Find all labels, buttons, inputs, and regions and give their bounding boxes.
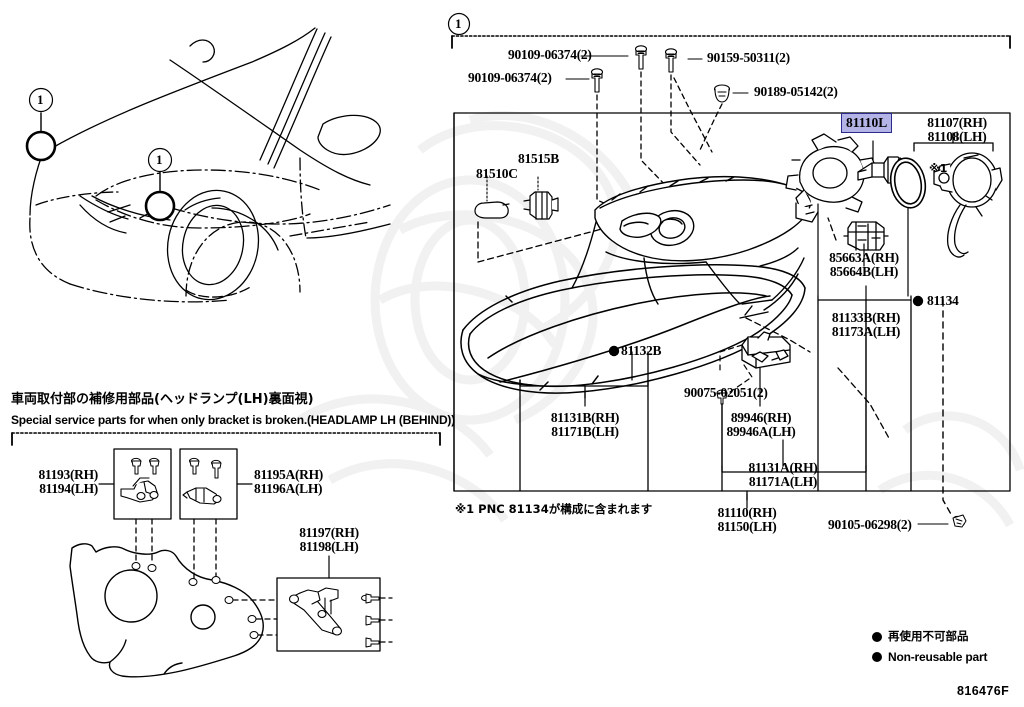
part-label-90159-50311[interactable]: 90159-50311(2) (707, 50, 790, 65)
part-label-81195A-RH[interactable]: 81195A(RH) (254, 467, 323, 482)
part-label-81194-LH[interactable]: 81194(LH) (39, 481, 98, 496)
part-label-81134[interactable]: 81134 (927, 293, 959, 308)
part-label-81198-LH[interactable]: 81198(LH) (299, 539, 359, 554)
part-label-81510C[interactable]: 81510C (476, 166, 518, 181)
part-label-81107-RH[interactable]: 81107(RH) (927, 115, 987, 130)
part-label-81150-LH[interactable]: 81150(LH) (717, 519, 777, 534)
part-label-81171A-LH[interactable]: 81171A(LH) (748, 474, 818, 489)
part-label-90075-02051[interactable]: 90075-02051(2) (684, 385, 768, 400)
part-label-81132B[interactable]: 81132B (621, 343, 662, 358)
part-label-90109-06374-a[interactable]: 90109-06374(2) (508, 47, 592, 62)
part-label-81110L-highlighted[interactable]: 81110L (841, 113, 893, 133)
part-label-81193-RH[interactable]: 81193(RH) (38, 467, 98, 482)
bracket-panel-title-en: Special service parts for when only brac… (11, 413, 456, 427)
legend-label-jp: 再使用不可部品 (888, 629, 969, 643)
diagram-code: 816476F (957, 684, 1010, 698)
part-label-81131B-RH[interactable]: 81131B(RH) (550, 410, 620, 425)
footnote-text: ※1 PNC 81134が構成に含まれます (455, 502, 653, 516)
part-label-85664B-LH[interactable]: 85664B(LH) (829, 264, 899, 279)
part-label-89946A-LH[interactable]: 89946A(LH) (726, 424, 796, 439)
part-label-90105-06298[interactable]: 90105-06298(2) (828, 517, 912, 532)
part-label-90189-05142[interactable]: 90189-05142(2) (754, 84, 838, 99)
footnote-marker-unit: ※1 (929, 162, 948, 175)
part-label-81197-RH[interactable]: 81197(RH) (299, 525, 359, 540)
part-label-81196A-LH[interactable]: 81196A(LH) (254, 481, 323, 496)
part-label-81108-LH[interactable]: 81108(LH) (927, 129, 987, 144)
callout-number-car-bottom: 1 (156, 152, 163, 167)
part-label-81171B-LH[interactable]: 81171B(LH) (551, 424, 619, 439)
part-label-81173A-LH[interactable]: 81173A(LH) (831, 324, 901, 339)
legend-label-en: Non-reusable part (888, 650, 988, 664)
part-label-89946-RH[interactable]: 89946(RH) (730, 410, 792, 425)
part-label-81110-RH[interactable]: 81110(RH) (717, 505, 777, 520)
bracket-panel-title-jp: 車両取付部の補修用部品(ヘッドランプ(LH)裏面視) (11, 392, 314, 407)
part-label-85663A-RH[interactable]: 85663A(RH) (829, 250, 899, 265)
callout-number-panel: 1 (455, 16, 462, 31)
part-label-81131A-RH[interactable]: 81131A(RH) (748, 460, 818, 475)
part-label-81133B-RH[interactable]: 81133B(RH) (831, 310, 901, 325)
callout-number-car-top: 1 (37, 92, 44, 107)
part-label-90109-06374-b[interactable]: 90109-06374(2) (468, 70, 552, 85)
part-label-81515B[interactable]: 81515B (518, 151, 559, 166)
